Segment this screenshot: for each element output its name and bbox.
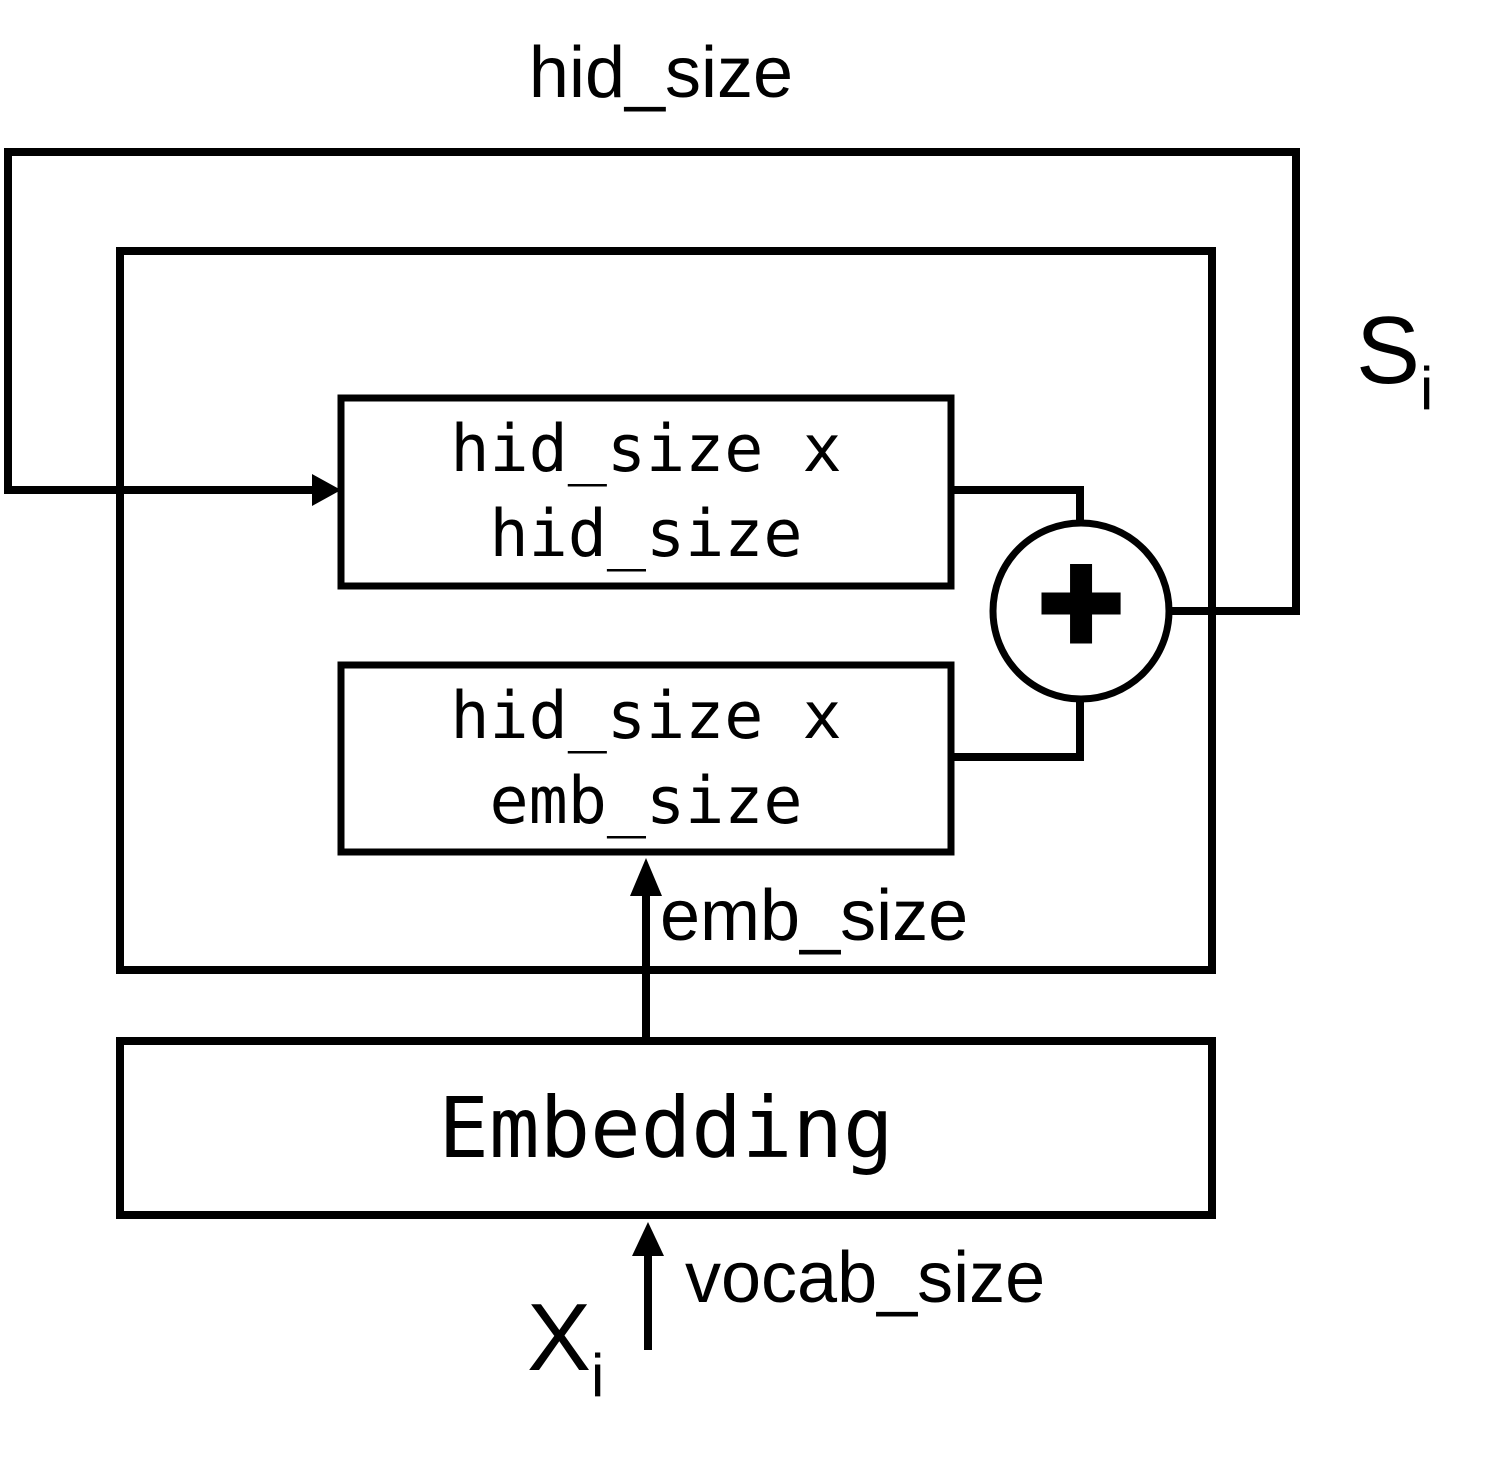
- input-to-sum-connector: [951, 690, 1084, 761]
- embedding-box-label: Embedding: [438, 1079, 894, 1177]
- sum-circle: [989, 519, 1173, 703]
- vocab-size-arrowhead-icon: [632, 1222, 664, 1256]
- input-weight-box-label: hid_size x emb_size: [450, 678, 842, 839]
- state-output-base: S: [1356, 297, 1421, 404]
- embedding-box: [116, 1037, 1216, 1219]
- hidden-to-sum-connector: [951, 486, 1084, 532]
- recurrence-loop-path: [4, 148, 1300, 615]
- state-output-subscript: i: [1420, 355, 1434, 422]
- vocab-size-label: vocab_size: [685, 1238, 1046, 1318]
- emb-size-arrowhead-icon: [630, 858, 662, 896]
- token-input-base: X: [527, 1284, 592, 1391]
- plus-icon: +: [1034, 536, 1128, 666]
- emb-size-label: emb_size: [660, 876, 969, 956]
- hidden-weight-box-label: hid_size x hid_size: [450, 412, 842, 572]
- input-weight-box: [337, 661, 955, 856]
- hid-size-loop-label: hid_size: [528, 33, 794, 113]
- recurrence-arrowhead-icon: [312, 474, 341, 506]
- token-input-label: Xi: [527, 1290, 604, 1406]
- token-input-subscript: i: [591, 1342, 605, 1409]
- state-output-label: Si: [1356, 303, 1433, 419]
- hidden-weight-box: [337, 394, 955, 590]
